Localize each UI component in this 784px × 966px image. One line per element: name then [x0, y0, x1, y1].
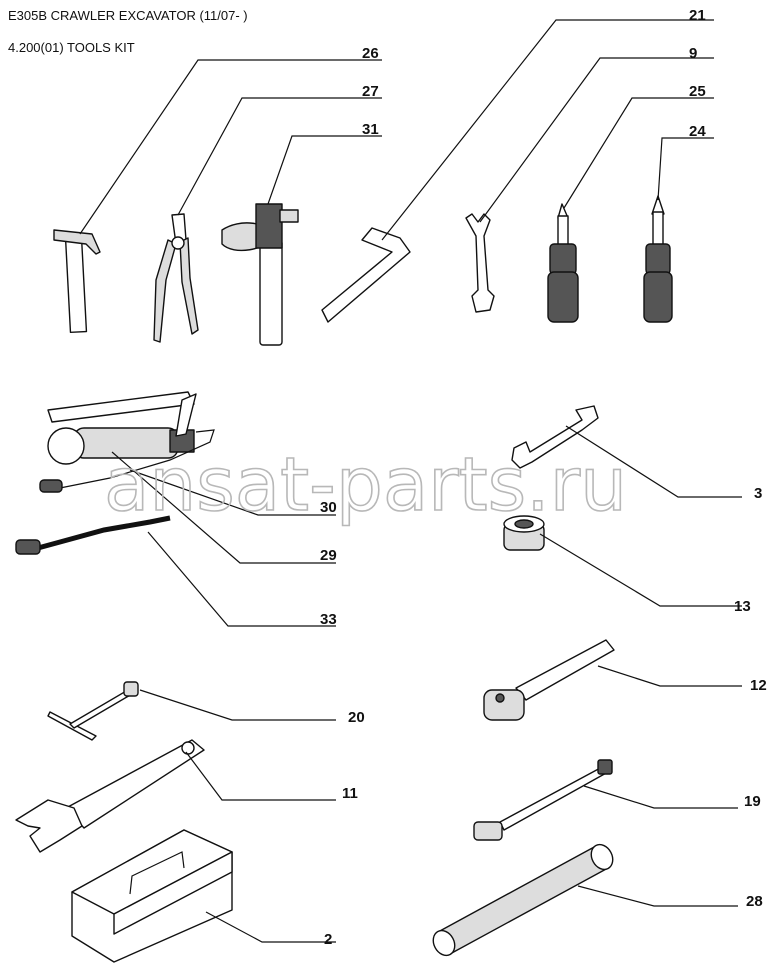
- tube-part-28[interactable]: [429, 841, 617, 959]
- watermark: ansat-parts.ru: [104, 442, 627, 528]
- part-label-12: 12: [750, 677, 767, 694]
- part-label-20: 20: [348, 709, 365, 726]
- part-label-25: 25: [689, 83, 706, 100]
- leader-line-13: [539, 533, 742, 607]
- open-end-wrench-part-9[interactable]: [465, 213, 495, 313]
- part-label-30: 30: [320, 499, 337, 516]
- ratchet-part-12[interactable]: [483, 639, 615, 721]
- leader-line-31: [267, 135, 382, 205]
- grease-hose-part-30[interactable]: [39, 429, 215, 493]
- leader-line-26: [79, 59, 382, 235]
- leader-line-25: [563, 97, 714, 209]
- part-label-13: 13: [734, 598, 751, 615]
- leader-line-9: [479, 57, 714, 223]
- double-wrench-part-3[interactable]: [511, 405, 599, 469]
- pick-hammer-part-31[interactable]: [221, 203, 299, 346]
- grease-gun-part-29[interactable]: [47, 391, 197, 465]
- part-label-28: 28: [746, 893, 763, 910]
- leader-line-11: [185, 751, 336, 801]
- t-handle-part-20[interactable]: [47, 681, 139, 741]
- screwdriver-part-24[interactable]: [643, 195, 673, 323]
- diagram-subtitle: 4.200(01) TOOLS KIT: [8, 40, 135, 55]
- part-label-31: 31: [362, 121, 379, 138]
- extension-bar-part-19[interactable]: [473, 759, 613, 841]
- part-label-11: 11: [342, 785, 358, 802]
- part-label-29: 29: [320, 547, 337, 564]
- pliers-part-27[interactable]: [153, 213, 199, 343]
- hammer-part-26[interactable]: [53, 229, 101, 334]
- part-label-3: 3: [754, 485, 762, 502]
- socket-part-13[interactable]: [503, 515, 545, 551]
- leader-line-28: [577, 885, 738, 907]
- hex-key-part-21[interactable]: [321, 227, 411, 323]
- diagram-title: E305B CRAWLER EXCAVATOR (11/07- ): [8, 8, 248, 23]
- part-label-21: 21: [689, 7, 706, 24]
- adjustable-wrench-part-11[interactable]: [15, 739, 205, 853]
- leader-line-20: [139, 689, 336, 721]
- part-label-9: 9: [689, 45, 697, 62]
- part-label-27: 27: [362, 83, 379, 100]
- part-label-26: 26: [362, 45, 379, 62]
- leader-line-29: [111, 451, 336, 564]
- part-label-24: 24: [689, 123, 706, 140]
- leader-line-2: [205, 911, 336, 943]
- leader-line-30: [129, 469, 336, 516]
- tool-box-part-2[interactable]: [71, 829, 233, 963]
- leader-line-19: [583, 785, 738, 809]
- part-label-33: 33: [320, 611, 337, 628]
- leader-line-21: [381, 19, 714, 241]
- leader-line-33: [147, 531, 336, 627]
- part-label-19: 19: [744, 793, 761, 810]
- screwdriver-part-25[interactable]: [547, 203, 579, 323]
- extension-hose-part-33[interactable]: [15, 515, 171, 555]
- leader-line-3: [565, 425, 742, 498]
- leader-line-27: [177, 97, 382, 216]
- leader-line-12: [597, 665, 742, 687]
- leader-line-24: [657, 137, 714, 201]
- part-label-2: 2: [324, 931, 332, 948]
